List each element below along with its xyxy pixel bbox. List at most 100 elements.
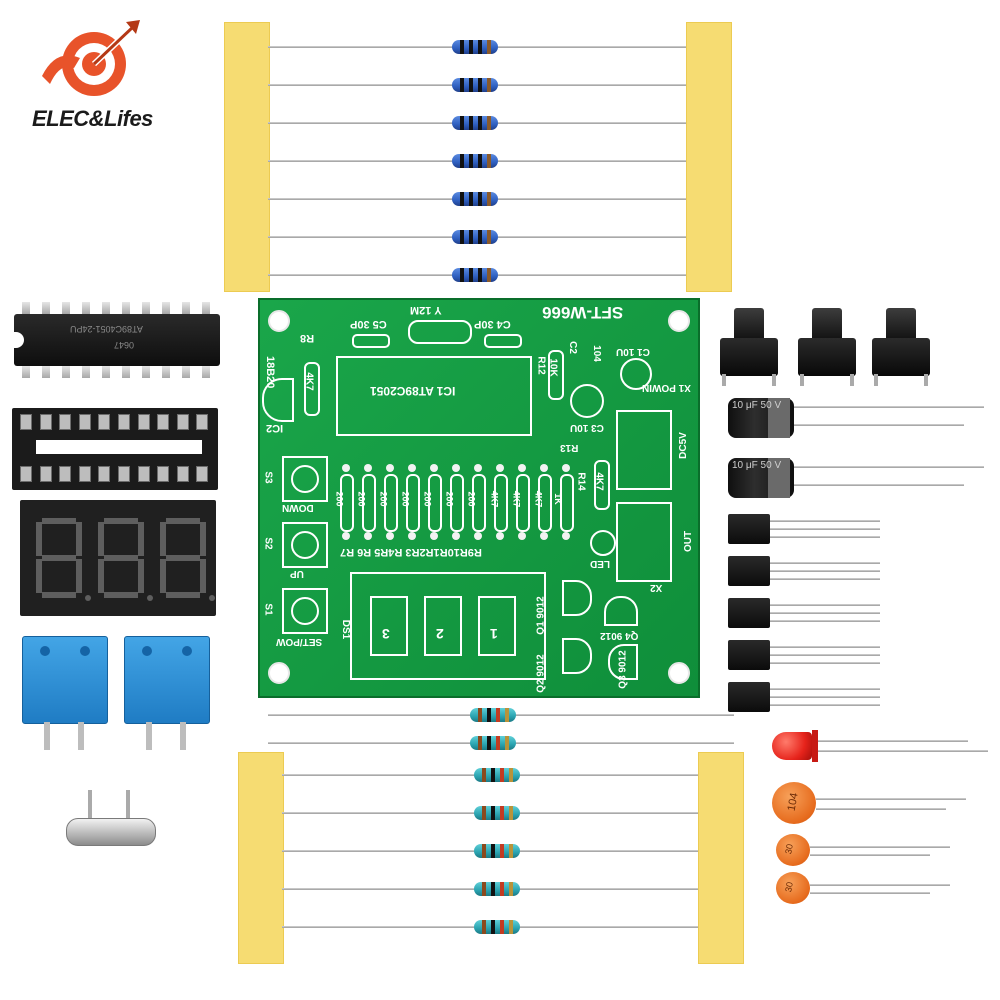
led-label: LED bbox=[590, 558, 610, 569]
chip-pin bbox=[142, 302, 150, 314]
ic1-label: IC1 AT89C2051 bbox=[370, 384, 456, 398]
sensor-footprint bbox=[262, 378, 294, 422]
resistor-value: 200 bbox=[356, 491, 367, 507]
r13-label: R13 bbox=[560, 442, 579, 453]
output-terminal-footprint bbox=[616, 502, 672, 582]
socket-pin bbox=[176, 414, 189, 430]
segment bbox=[138, 559, 144, 593]
tactile-button-1 bbox=[720, 308, 788, 386]
pad bbox=[342, 532, 350, 540]
button-cap bbox=[734, 308, 764, 342]
pad bbox=[496, 464, 504, 472]
c3-footprint bbox=[570, 384, 604, 418]
resistor-value: 1K bbox=[552, 493, 563, 505]
segment bbox=[104, 592, 138, 598]
resistor-blue-4 bbox=[452, 154, 498, 168]
pad bbox=[408, 464, 416, 472]
socket-pin bbox=[98, 414, 111, 430]
resistor-value: 200 bbox=[400, 491, 411, 507]
crystal-footprint bbox=[408, 320, 472, 344]
chip-pin bbox=[182, 302, 190, 314]
resistor-blue-7 bbox=[452, 268, 498, 282]
digit-label: 1 bbox=[490, 626, 498, 642]
digit-footprint bbox=[478, 596, 516, 656]
r14-value: 4K7 bbox=[593, 472, 605, 491]
transistor-1 bbox=[728, 514, 888, 546]
chip-pin bbox=[22, 366, 30, 378]
transistor-4 bbox=[728, 640, 888, 672]
chip-pin bbox=[142, 366, 150, 378]
pad bbox=[562, 464, 570, 472]
pad bbox=[430, 532, 438, 540]
socket-pin bbox=[39, 414, 52, 430]
chip-pin bbox=[42, 302, 50, 314]
segment bbox=[76, 522, 82, 556]
r12-footprint bbox=[548, 350, 564, 400]
digit-footprint bbox=[424, 596, 462, 656]
transistor-lead bbox=[770, 604, 880, 606]
segment bbox=[160, 522, 166, 556]
chip-pin bbox=[162, 302, 170, 314]
chip-pin bbox=[202, 366, 210, 378]
resistor-blue-1 bbox=[452, 40, 498, 54]
resistor-blue-6 bbox=[452, 230, 498, 244]
button-cap bbox=[886, 308, 916, 342]
ceramic-value-2: 30 bbox=[783, 843, 795, 855]
chip-pin bbox=[162, 366, 170, 378]
tape-strip-left-top bbox=[224, 22, 270, 292]
resistor-green-5 bbox=[474, 920, 520, 934]
pad bbox=[540, 464, 548, 472]
c3-label: C3 10U bbox=[570, 422, 604, 433]
tape-strip-left-bottom bbox=[238, 752, 284, 964]
chip-pin bbox=[122, 302, 130, 314]
transistor-5 bbox=[728, 682, 888, 714]
button-leg bbox=[924, 374, 928, 386]
ceramic-capacitor-30-b: 30 bbox=[772, 872, 972, 906]
socket-pin bbox=[118, 466, 130, 482]
socket-pin bbox=[157, 414, 170, 430]
power-in-label: X1 POWIN bbox=[642, 382, 691, 393]
segment bbox=[42, 518, 76, 524]
chip-pin bbox=[102, 366, 110, 378]
button-body bbox=[720, 338, 778, 376]
crystal-label: Y 12M bbox=[410, 304, 442, 316]
transistor-body bbox=[728, 640, 770, 670]
resistor-footprint bbox=[516, 474, 530, 532]
c2-value: 104 bbox=[590, 345, 602, 362]
s1-footprint bbox=[282, 588, 328, 634]
resistor-green-1 bbox=[474, 768, 520, 782]
socket-pin bbox=[78, 466, 91, 482]
resistor-value: 200 bbox=[422, 491, 433, 507]
chip-pin bbox=[122, 366, 130, 378]
electrolytic-capacitor-1: 10 μF 50 V bbox=[728, 396, 988, 440]
resistor-footprint bbox=[362, 474, 376, 532]
q3-footprint bbox=[608, 644, 638, 680]
socket-pin bbox=[137, 466, 150, 482]
q4-label: Q4 9012 bbox=[600, 630, 639, 641]
q1-footprint bbox=[562, 580, 592, 616]
tactile-button-2 bbox=[798, 308, 866, 386]
cap-c4-label: C4 30P bbox=[474, 318, 511, 330]
pad bbox=[364, 464, 372, 472]
tape-strip-right-top bbox=[686, 22, 732, 292]
s1-label: S1 bbox=[262, 603, 274, 616]
electrolytic-capacitor-2: 10 μF 50 V bbox=[728, 456, 988, 500]
pad bbox=[386, 532, 394, 540]
socket-pin bbox=[196, 466, 209, 482]
c1-footprint bbox=[620, 358, 652, 390]
pad bbox=[474, 532, 482, 540]
screw-terminal-left bbox=[22, 636, 110, 750]
transistor-body bbox=[728, 514, 770, 544]
r8-label: R8 bbox=[300, 332, 315, 344]
pad bbox=[518, 532, 526, 540]
transistor-lead bbox=[770, 654, 880, 656]
segment bbox=[166, 592, 200, 598]
s3-function: DOWN bbox=[282, 502, 314, 513]
pad bbox=[364, 532, 372, 540]
chip-pin bbox=[102, 302, 110, 314]
r8-footprint bbox=[304, 362, 320, 416]
socket-pin bbox=[137, 414, 150, 430]
button-leg bbox=[772, 374, 776, 386]
transistor-lead bbox=[770, 536, 880, 538]
resistor-value: 4K7 bbox=[511, 490, 522, 508]
